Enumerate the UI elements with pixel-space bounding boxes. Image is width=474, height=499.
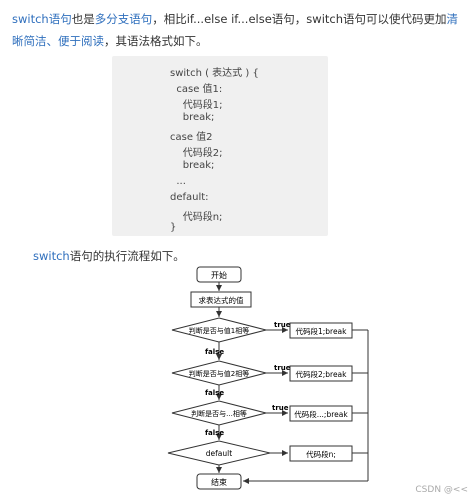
code-line-4: break; (170, 112, 215, 123)
code-line-10: 代码段n; (170, 212, 223, 223)
act1-label: 代码段1;break (295, 326, 347, 336)
flow-intro-text: 语句的执行流程如下。 (69, 249, 185, 263)
code-line-5: case 值2 (170, 132, 213, 143)
actn-label: 代码段n; (306, 449, 336, 459)
end-label: 结束 (211, 477, 227, 487)
code-line-6: 代码段2; (170, 148, 223, 159)
intro-text-3: ，其语法格式如下。 (104, 34, 208, 48)
watermark: CSDN @<< (415, 485, 468, 495)
intro-highlight-2: 清晰简 (12, 12, 459, 48)
code-line-2: case 值1: (170, 84, 223, 95)
flow-intro: switch语句的执行流程如下。 (33, 248, 185, 264)
cond3-true-label: true (272, 404, 289, 412)
act2-label: 代码段2;break (295, 369, 347, 379)
code-line-7: break; (170, 160, 215, 171)
act3-label: 代码段...;break (294, 409, 348, 419)
intro-keyword: switch语句 (12, 12, 72, 26)
cond2-false-label: false (205, 389, 224, 397)
cond2-label: 判断是否与值2相等 (189, 369, 249, 378)
cond3-false-label: false (205, 429, 224, 437)
cond1-label: 判断是否与值1相等 (189, 326, 249, 335)
cond3-label: 判断是否与...相等 (191, 409, 247, 418)
code-block: switch ( 表达式 ) { case 值1: 代码段1; break; c… (112, 56, 328, 236)
code-line-8: ... (170, 176, 186, 187)
intro-text-2: ，相比if...else if...else语句，switch语句可以使代码更加 (152, 12, 447, 26)
eval-label: 求表达式的值 (199, 295, 244, 305)
intro-highlight-3: 洁、便于阅读 (35, 34, 104, 48)
default-label: default (206, 449, 232, 458)
code-line-11: } (170, 222, 177, 233)
flow-intro-keyword: switch (33, 249, 70, 263)
code-line-3: 代码段1; (170, 100, 223, 111)
start-label: 开始 (211, 270, 227, 280)
cond2-true-label: true (274, 364, 291, 372)
intro-highlight-1: 多分支语句 (94, 12, 153, 26)
code-line-1: switch ( 表达式 ) { (170, 68, 259, 79)
intro-text-1: 也是 (71, 12, 95, 26)
cond1-false-label: false (205, 348, 224, 356)
intro-paragraph: switch语句也是多分支语句，相比if...else if...else语句，… (12, 8, 464, 52)
code-line-9: default: (170, 192, 209, 203)
eval-node (190, 291, 252, 308)
cond1-true-label: true (274, 321, 291, 329)
end-node (196, 473, 242, 490)
